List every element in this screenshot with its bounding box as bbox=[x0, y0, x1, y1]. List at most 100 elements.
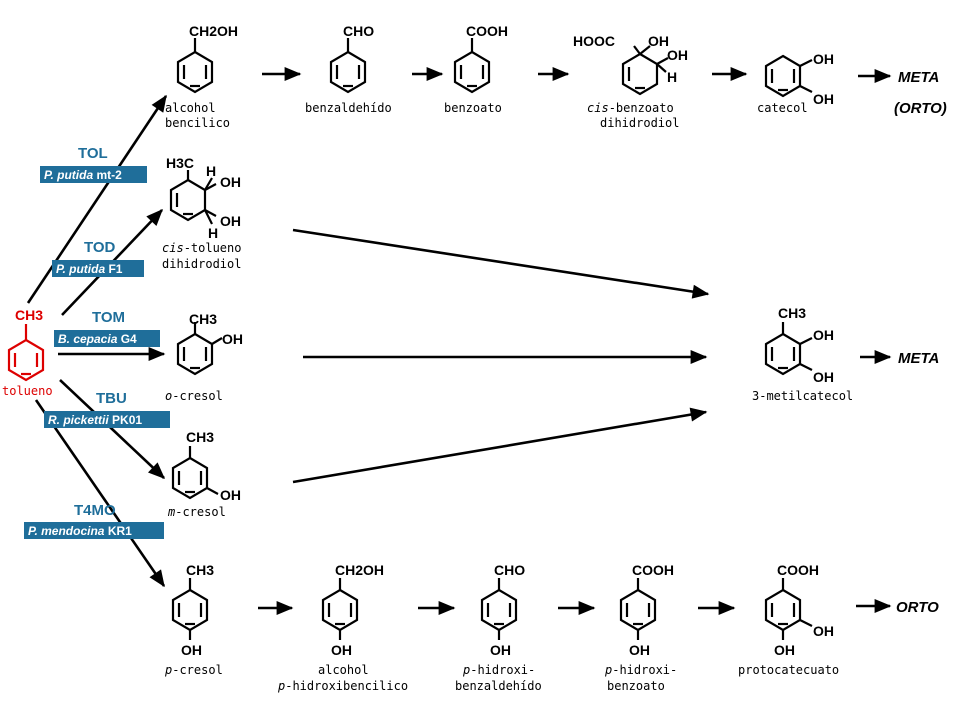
compound-p-cresol: CH3 OH p-cresol bbox=[164, 562, 223, 677]
organism-strain: F1 bbox=[108, 262, 122, 276]
arrow-tol bbox=[26, 94, 168, 304]
organism-strain: mt-2 bbox=[96, 168, 122, 182]
organism-box bbox=[24, 522, 164, 539]
compound-p-hidroxi-benzoato: COOH OH p-hidroxi- benzoato bbox=[604, 562, 677, 693]
svg-text:o-cresol: o-cresol bbox=[165, 389, 223, 403]
svg-text:alcohol: alcohol bbox=[165, 101, 216, 115]
svg-text:OH: OH bbox=[774, 642, 795, 658]
svg-text:OH: OH bbox=[220, 487, 241, 503]
compound-o-cresol: CH3 OH o-cresol bbox=[165, 311, 243, 403]
svg-text:COOH: COOH bbox=[466, 23, 508, 39]
svg-text:COOH: COOH bbox=[777, 562, 819, 578]
pathway-name: TBU bbox=[96, 390, 127, 407]
compound-protocatecuato: COOH OH OH protocatecuato bbox=[738, 562, 839, 677]
organism-strain: G4 bbox=[121, 332, 137, 346]
svg-text:p-cresol: p-cresol bbox=[164, 663, 223, 677]
svg-text:p-hidroxi-: p-hidroxi- bbox=[462, 663, 535, 677]
organism-name: P. mendocina bbox=[28, 524, 105, 538]
svg-text:OH: OH bbox=[181, 642, 202, 658]
svg-text:OH: OH bbox=[667, 47, 688, 63]
svg-text:3-metilcatecol: 3-metilcatecol bbox=[752, 389, 853, 403]
svg-text:HOOC: HOOC bbox=[573, 33, 615, 49]
svg-text:COOH: COOH bbox=[632, 562, 674, 578]
svg-text:OH: OH bbox=[813, 91, 834, 107]
svg-text:H: H bbox=[206, 163, 216, 179]
svg-text:OH: OH bbox=[331, 642, 352, 658]
compound-p-hidroxi-benzaldehido: CHO OH p-hidroxi- benzaldehído bbox=[455, 562, 542, 693]
organism-box bbox=[54, 330, 160, 347]
svg-text:CH3: CH3 bbox=[186, 429, 214, 445]
svg-text:H3C: H3C bbox=[166, 155, 194, 171]
compound-catecol: OH OH catecol bbox=[757, 51, 834, 115]
svg-text:OH: OH bbox=[220, 174, 241, 190]
pathway-tod: TOD P. putida F1 bbox=[52, 239, 144, 277]
compound-benzaldehido: CHO benzaldehído bbox=[305, 23, 392, 115]
compound-alcohol-p-hidroxibencilico: CH2OH OH alcohol p-hidroxibencilico bbox=[277, 562, 408, 693]
organism-strain: PK01 bbox=[112, 413, 142, 427]
arrow-t4mo bbox=[34, 399, 166, 588]
organism-box bbox=[44, 411, 170, 428]
svg-text:P. putida mt-2: P. putida mt-2 bbox=[44, 168, 122, 182]
svg-text:OH: OH bbox=[648, 33, 669, 49]
svg-text:P. putida F1: P. putida F1 bbox=[56, 262, 123, 276]
svg-text:dihidrodiol: dihidrodiol bbox=[600, 116, 679, 130]
svg-text:B. cepacia G4: B. cepacia G4 bbox=[58, 332, 137, 346]
convergent-arrows bbox=[292, 228, 710, 484]
arrow-tbu bbox=[59, 379, 166, 479]
organism-box bbox=[40, 166, 147, 183]
organism-strain: KR1 bbox=[108, 524, 132, 538]
svg-text:H: H bbox=[667, 69, 677, 85]
pathway-name: TOD bbox=[84, 239, 116, 256]
pathway-name: TOM bbox=[92, 309, 125, 326]
svg-text:protocatecuato: protocatecuato bbox=[738, 663, 839, 677]
pathway-name: T4MO bbox=[74, 502, 116, 519]
svg-text:dihidrodiol: dihidrodiol bbox=[162, 257, 241, 271]
svg-text:p-hidroxibencilico: p-hidroxibencilico bbox=[277, 679, 408, 693]
svg-text:benzoato: benzoato bbox=[607, 679, 665, 693]
svg-text:OH: OH bbox=[220, 213, 241, 229]
svg-text:P. mendocina KR1: P. mendocina KR1 bbox=[28, 524, 132, 538]
svg-text:OH: OH bbox=[629, 642, 650, 658]
svg-text:OH: OH bbox=[813, 623, 834, 639]
pathway-tbu: TBU R. pickettii PK01 bbox=[44, 390, 170, 428]
svg-text:p-hidroxi-: p-hidroxi- bbox=[604, 663, 677, 677]
fate-orto-paren: (ORTO) bbox=[894, 100, 947, 117]
compound-m-cresol: CH3 OH m-cresol bbox=[167, 429, 241, 519]
organism-name: P. putida bbox=[44, 168, 93, 182]
svg-text:CH3: CH3 bbox=[189, 311, 217, 327]
svg-text:OH: OH bbox=[490, 642, 511, 658]
compound-cis-tolueno-dihidrodiol: H3C H OH OH H cis-tolueno dihidrodiol bbox=[162, 155, 241, 271]
organism-box bbox=[52, 260, 144, 277]
pathway-t4mo: T4MO P. mendocina KR1 bbox=[24, 502, 164, 539]
svg-text:H: H bbox=[208, 225, 218, 241]
svg-text:CHO: CHO bbox=[343, 23, 374, 39]
svg-text:CH2OH: CH2OH bbox=[189, 23, 238, 39]
svg-text:OH: OH bbox=[813, 51, 834, 67]
pathway-tom: TOM B. cepacia G4 bbox=[54, 309, 160, 347]
svg-text:CH3: CH3 bbox=[778, 305, 806, 321]
svg-text:OH: OH bbox=[813, 369, 834, 385]
svg-text:catecol: catecol bbox=[757, 101, 808, 115]
svg-text:benzoato: benzoato bbox=[444, 101, 502, 115]
organism-name: R. pickettii bbox=[48, 413, 109, 427]
pathway-tol: TOL P. putida mt-2 bbox=[40, 145, 147, 183]
svg-text:cis-benzoato: cis-benzoato bbox=[587, 101, 674, 115]
toluene-label: tolueno bbox=[2, 384, 53, 398]
svg-text:benzaldehído: benzaldehído bbox=[305, 101, 392, 115]
svg-text:CHO: CHO bbox=[494, 562, 525, 578]
svg-text:CH3: CH3 bbox=[186, 562, 214, 578]
compound-3-metilcatecol: CH3 OH OH 3-metilcatecol bbox=[752, 305, 853, 403]
fate-meta-1: META bbox=[898, 69, 939, 86]
svg-text:OH: OH bbox=[813, 327, 834, 343]
svg-text:benzaldehído: benzaldehído bbox=[455, 679, 542, 693]
svg-text:m-cresol: m-cresol bbox=[167, 505, 226, 519]
svg-text:alcohol: alcohol bbox=[318, 663, 369, 677]
fate-meta-2: META bbox=[898, 350, 939, 367]
svg-text:bencilico: bencilico bbox=[165, 116, 230, 130]
toluene-substituent: CH3 bbox=[15, 307, 43, 323]
compound-cis-benzoato-dihidrodiol: HOOC OH OH H cis-benzoato dihidrodiol bbox=[573, 33, 688, 130]
pathway-name: TOL bbox=[78, 145, 108, 162]
svg-text:R. pickettii PK01: R. pickettii PK01 bbox=[48, 413, 142, 427]
